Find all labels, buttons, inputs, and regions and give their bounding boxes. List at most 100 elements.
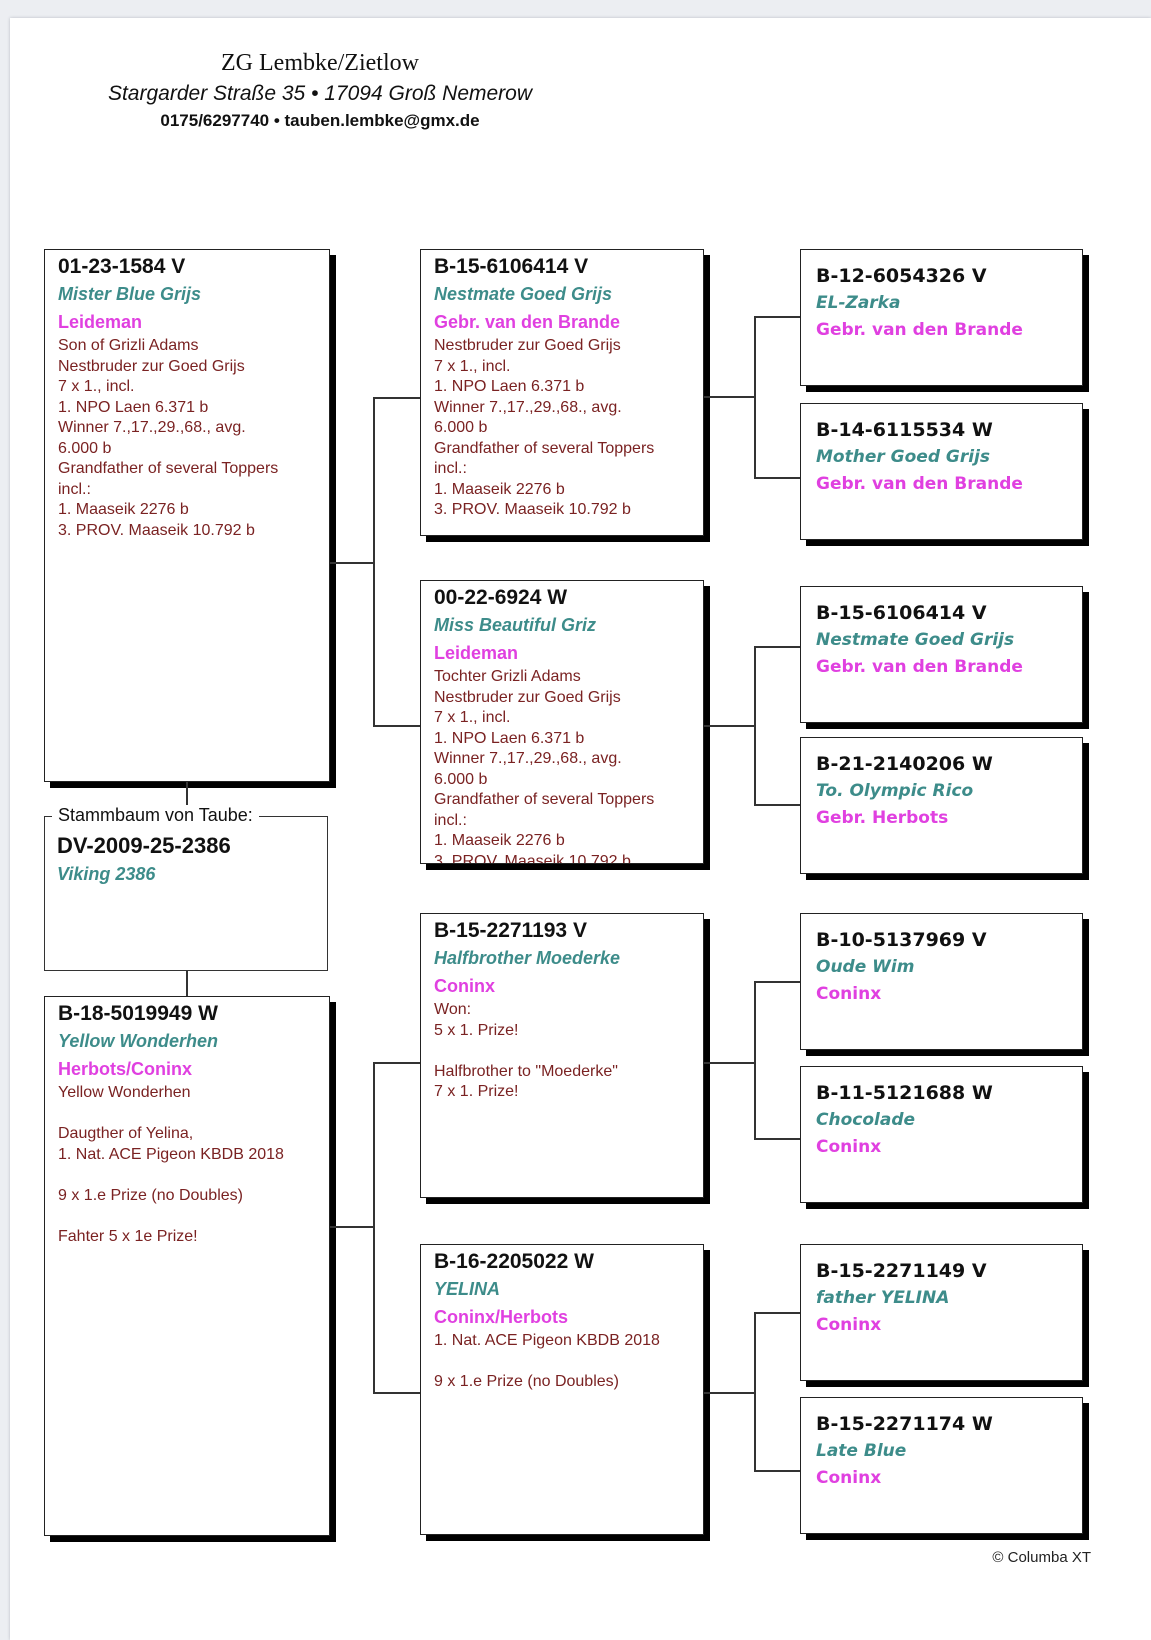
note-line: 1. Maaseik 2276 b [434, 832, 565, 849]
connector-line [373, 397, 375, 726]
breeder: Gebr. Herbots [816, 808, 949, 828]
loft-contact: 0175/6297740 • tauben.lembke@gmx.de [160, 111, 480, 130]
pigeon-name: Halfbrother Moederke [434, 948, 621, 968]
note-line: Won: [434, 1001, 472, 1018]
breeder: Coninx/Herbots [434, 1307, 569, 1327]
note-line: Fahter 5 x 1e Prize! [58, 1227, 198, 1245]
breeder: Leideman [434, 643, 519, 663]
note-line: Grandfather of several Toppers [434, 439, 655, 457]
connector-line [754, 981, 756, 1138]
ring-number: 00-22-6924 W [434, 586, 568, 609]
note-line: 1. Nat. ACE Pigeon KBDB 2018 [58, 1145, 284, 1163]
pigeon-name: Mister Blue Grijs [58, 284, 202, 304]
connector-line [754, 1138, 800, 1140]
ring-number: B-21-2140206 W [816, 753, 993, 775]
note-line: 6.000 b [434, 419, 488, 436]
pigeon-name: Mother Goed Grijs [816, 447, 991, 467]
note-line: incl.: [434, 460, 467, 477]
connector-line [754, 1312, 756, 1470]
pigeon-name: Nestmate Goed Grijs [816, 630, 1015, 650]
ring-number: B-10-5137969 V [816, 929, 987, 951]
pigeon-name: Miss Beautiful Griz [434, 615, 597, 635]
ring-number: B-15-2271149 V [816, 1260, 987, 1282]
note-line: Son of Grizli Adams [58, 337, 199, 354]
note-line: 7 x 1., incl. [58, 378, 135, 395]
connector-line [754, 981, 800, 983]
note-line [58, 1206, 317, 1227]
pigeon-name: Chocolade [816, 1110, 916, 1130]
connector-line [373, 725, 420, 727]
breeder: Coninx [816, 1315, 882, 1335]
breeder: Coninx [816, 1468, 882, 1488]
ring-number: B-15-2271193 V [434, 919, 587, 942]
note-line: Daugther of Yelina, [58, 1125, 194, 1142]
breeder: Herbots/Coninx [58, 1059, 193, 1079]
note-line: 5 x 1. Prize! [434, 1021, 519, 1039]
connector-line [330, 562, 373, 564]
connector-line [373, 1392, 420, 1394]
note-line: 3. PROV. Maaseik 10.792 b [434, 852, 631, 864]
note-line: Tochter Grizli Adams [434, 668, 581, 685]
ring-number: B-15-6106414 V [434, 255, 589, 278]
note-line: 7 x 1., incl. [434, 357, 511, 375]
ring-number: 01-23-1584 V [58, 255, 186, 278]
pigeon-name: Late Blue [816, 1441, 907, 1461]
pigeon-name: YELINA [434, 1279, 501, 1299]
breeder: Gebr. van den Brande [816, 474, 1023, 494]
note-line: 7 x 1., incl. [434, 709, 511, 726]
connector-line [704, 396, 754, 398]
breeder: Gebr. van den Brande [434, 312, 621, 332]
breeder: Gebr. van den Brande [816, 657, 1023, 677]
breeder: Leideman [58, 312, 143, 332]
note-line: Winner 7.,17.,29.,68., avg. [434, 750, 622, 767]
copyright: © Columba XT [992, 1549, 1091, 1566]
subject-label: Stammbaum von Taube: [52, 805, 259, 826]
connector-line [704, 725, 754, 727]
note-line: Winner 7.,17.,29.,68., avg. [58, 419, 246, 436]
note-line: 9 x 1.e Prize (no Doubles) [58, 1186, 243, 1204]
connector-line [373, 397, 420, 399]
note-line: Yellow Wonderhen [58, 1084, 191, 1101]
ring-number: B-11-5121688 W [816, 1082, 993, 1104]
connector-line [704, 1062, 754, 1064]
note-line: Nestbruder zur Goed Grijs [434, 337, 621, 354]
note-line: 1. Maaseik 2276 b [58, 501, 189, 518]
pigeon-name: Nestmate Goed Grijs [434, 284, 613, 304]
note-line: 6.000 b [434, 770, 488, 788]
connector-line [186, 782, 188, 816]
note-line: 3. PROV. Maaseik 10.792 b [58, 521, 255, 539]
connector-line [186, 971, 188, 996]
breeder: Coninx [434, 976, 495, 996]
loft-name: ZG Lembke/Zietlow [221, 50, 419, 76]
note-line: Winner 7.,17.,29.,68., avg. [434, 398, 622, 416]
loft-address: Stargarder Straße 35 • 17094 Groß Nemero… [107, 82, 533, 105]
ring-number: B-14-6115534 W [816, 419, 993, 441]
pigeon-name: EL-Zarka [816, 293, 901, 313]
connector-line [754, 316, 756, 477]
pigeon-name: Yellow Wonderhen [58, 1031, 219, 1051]
connector-line [754, 804, 800, 806]
ring-number: B-12-6054326 V [816, 265, 987, 287]
connector-line [754, 316, 800, 318]
pigeon-name: To. Olympic Rico [816, 781, 974, 801]
note-line: 3. PROV. Maaseik 10.792 b [434, 501, 631, 518]
breeder: Gebr. van den Brande [816, 320, 1023, 340]
connector-line [754, 646, 756, 804]
note-line: 1. NPO Laen 6.371 b [434, 378, 585, 395]
connector-line [373, 1062, 375, 1393]
connector-line [330, 1226, 373, 1228]
